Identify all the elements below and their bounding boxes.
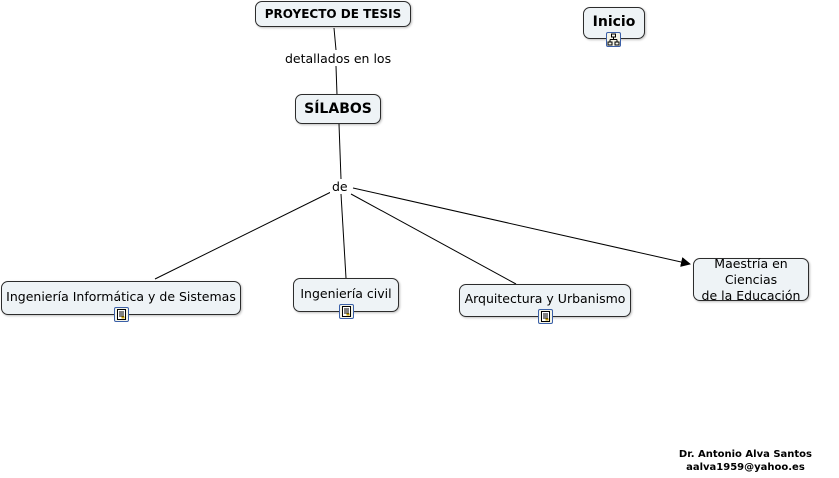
node-silabos[interactable]: SÍLABOS (295, 94, 381, 124)
line-de-arquitectura (350, 193, 517, 285)
link-label-de: de (330, 179, 350, 194)
line-silabos-de (338, 123, 342, 180)
line-de-maestria (352, 187, 691, 267)
line-proyecto-detallados (333, 27, 337, 51)
node-inicio-label: Inicio (592, 14, 636, 30)
document-icon[interactable] (538, 309, 553, 324)
document-icon[interactable] (339, 304, 354, 319)
node-maestria[interactable]: Maestría en Ciencias de la Educación (693, 255, 809, 303)
node-informatica-label: Ingeniería Informática y de Sistemas (6, 289, 236, 304)
node-proyecto-label: PROYECTO DE TESIS (264, 7, 402, 21)
line-de-civil (340, 193, 347, 279)
node-proyecto-de-tesis[interactable]: PROYECTO DE TESIS (255, 1, 411, 27)
author-email: aalva1959@yahoo.es (686, 462, 805, 473)
node-arquitectura-label: Arquitectura y Urbanismo (464, 291, 626, 306)
node-civil-label: Ingeniería civil (300, 286, 392, 301)
concept-map-icon[interactable] (606, 32, 621, 47)
node-maestria-label-line2: de la Educación (701, 287, 801, 303)
author-name: Dr. Antonio Alva Santos (678, 449, 812, 460)
line-detallados-silabos (335, 65, 338, 96)
node-maestria-label-line1: Maestría en Ciencias (714, 255, 788, 287)
line-de-informatica (154, 191, 332, 280)
document-icon[interactable] (114, 307, 129, 322)
author-credit: Dr. Antonio Alva Santos aalva1959@yahoo.… (679, 448, 812, 474)
link-label-detallados: detallados en los (282, 51, 395, 66)
node-silabos-label: SÍLABOS (304, 101, 372, 117)
